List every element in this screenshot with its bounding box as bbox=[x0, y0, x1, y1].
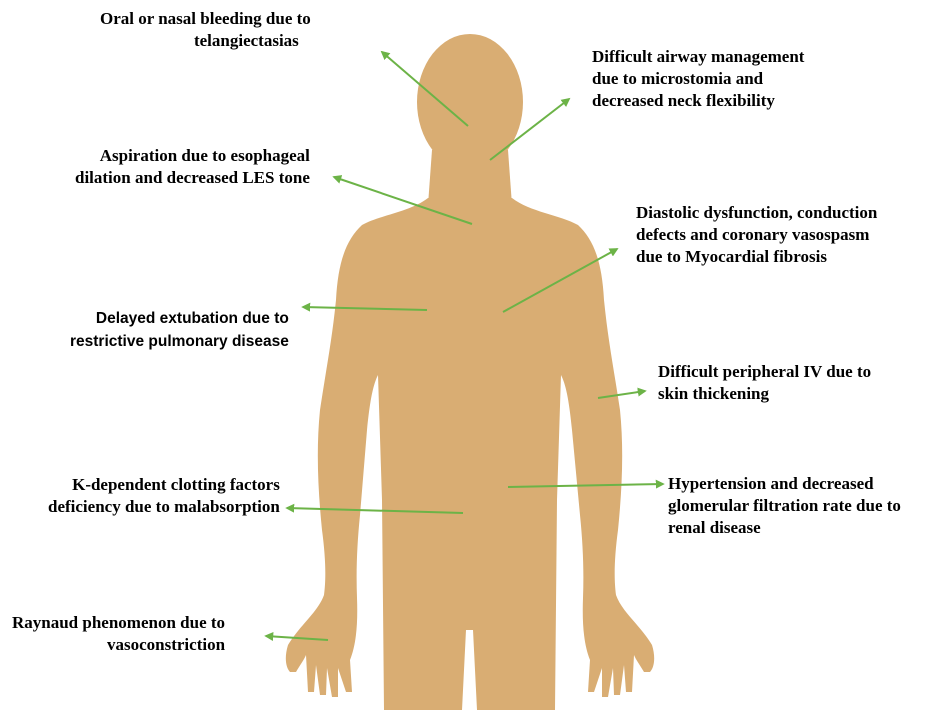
label-bleeding-line-1: Oral or nasal bleeding due to bbox=[100, 8, 311, 30]
label-cardiac-line-2: defects and coronary vasospasm bbox=[636, 224, 877, 246]
label-clotting-line-2: deficiency due to malabsorption bbox=[48, 496, 280, 518]
label-airway-line-1: Difficult airway management bbox=[592, 46, 804, 68]
label-iv-line-1: Difficult peripheral IV due to bbox=[658, 361, 871, 383]
label-airway-line-2: due to microstomia and bbox=[592, 68, 804, 90]
label-raynaud-line-2: vasoconstriction bbox=[12, 634, 225, 656]
label-raynaud: Raynaud phenomenon due to vasoconstricti… bbox=[12, 612, 225, 656]
label-clotting-line-1: K-dependent clotting factors bbox=[48, 474, 280, 496]
label-cardiac-line-3: due to Myocardial fibrosis bbox=[636, 246, 877, 268]
label-renal: Hypertension and decreased glomerular fi… bbox=[668, 473, 901, 539]
label-clotting: K-dependent clotting factors deficiency … bbox=[48, 474, 280, 518]
label-airway: Difficult airway management due to micro… bbox=[592, 46, 804, 112]
label-bleeding-line-2: telangiectasias bbox=[100, 30, 311, 52]
label-raynaud-line-1: Raynaud phenomenon due to bbox=[12, 612, 225, 634]
label-cardiac-line-1: Diastolic dysfunction, conduction bbox=[636, 202, 877, 224]
label-extubation-line-2: restrictive pulmonary disease bbox=[70, 330, 289, 353]
label-cardiac: Diastolic dysfunction, conduction defect… bbox=[636, 202, 877, 268]
label-iv: Difficult peripheral IV due to skin thic… bbox=[658, 361, 871, 405]
label-renal-line-2: glomerular filtration rate due to bbox=[668, 495, 901, 517]
human-body-silhouette bbox=[286, 34, 654, 710]
label-extubation: Delayed extubation due to restrictive pu… bbox=[70, 307, 289, 353]
label-airway-line-3: decreased neck flexibility bbox=[592, 90, 804, 112]
label-renal-line-3: renal disease bbox=[668, 517, 901, 539]
label-aspiration-line-2: dilation and decreased LES tone bbox=[75, 167, 310, 189]
label-extubation-line-1: Delayed extubation due to bbox=[70, 307, 289, 330]
label-aspiration: Aspiration due to esophageal dilation an… bbox=[75, 145, 310, 189]
label-bleeding: Oral or nasal bleeding due to telangiect… bbox=[100, 8, 311, 52]
label-iv-line-2: skin thickening bbox=[658, 383, 871, 405]
label-aspiration-line-1: Aspiration due to esophageal bbox=[75, 145, 310, 167]
label-renal-line-1: Hypertension and decreased bbox=[668, 473, 901, 495]
